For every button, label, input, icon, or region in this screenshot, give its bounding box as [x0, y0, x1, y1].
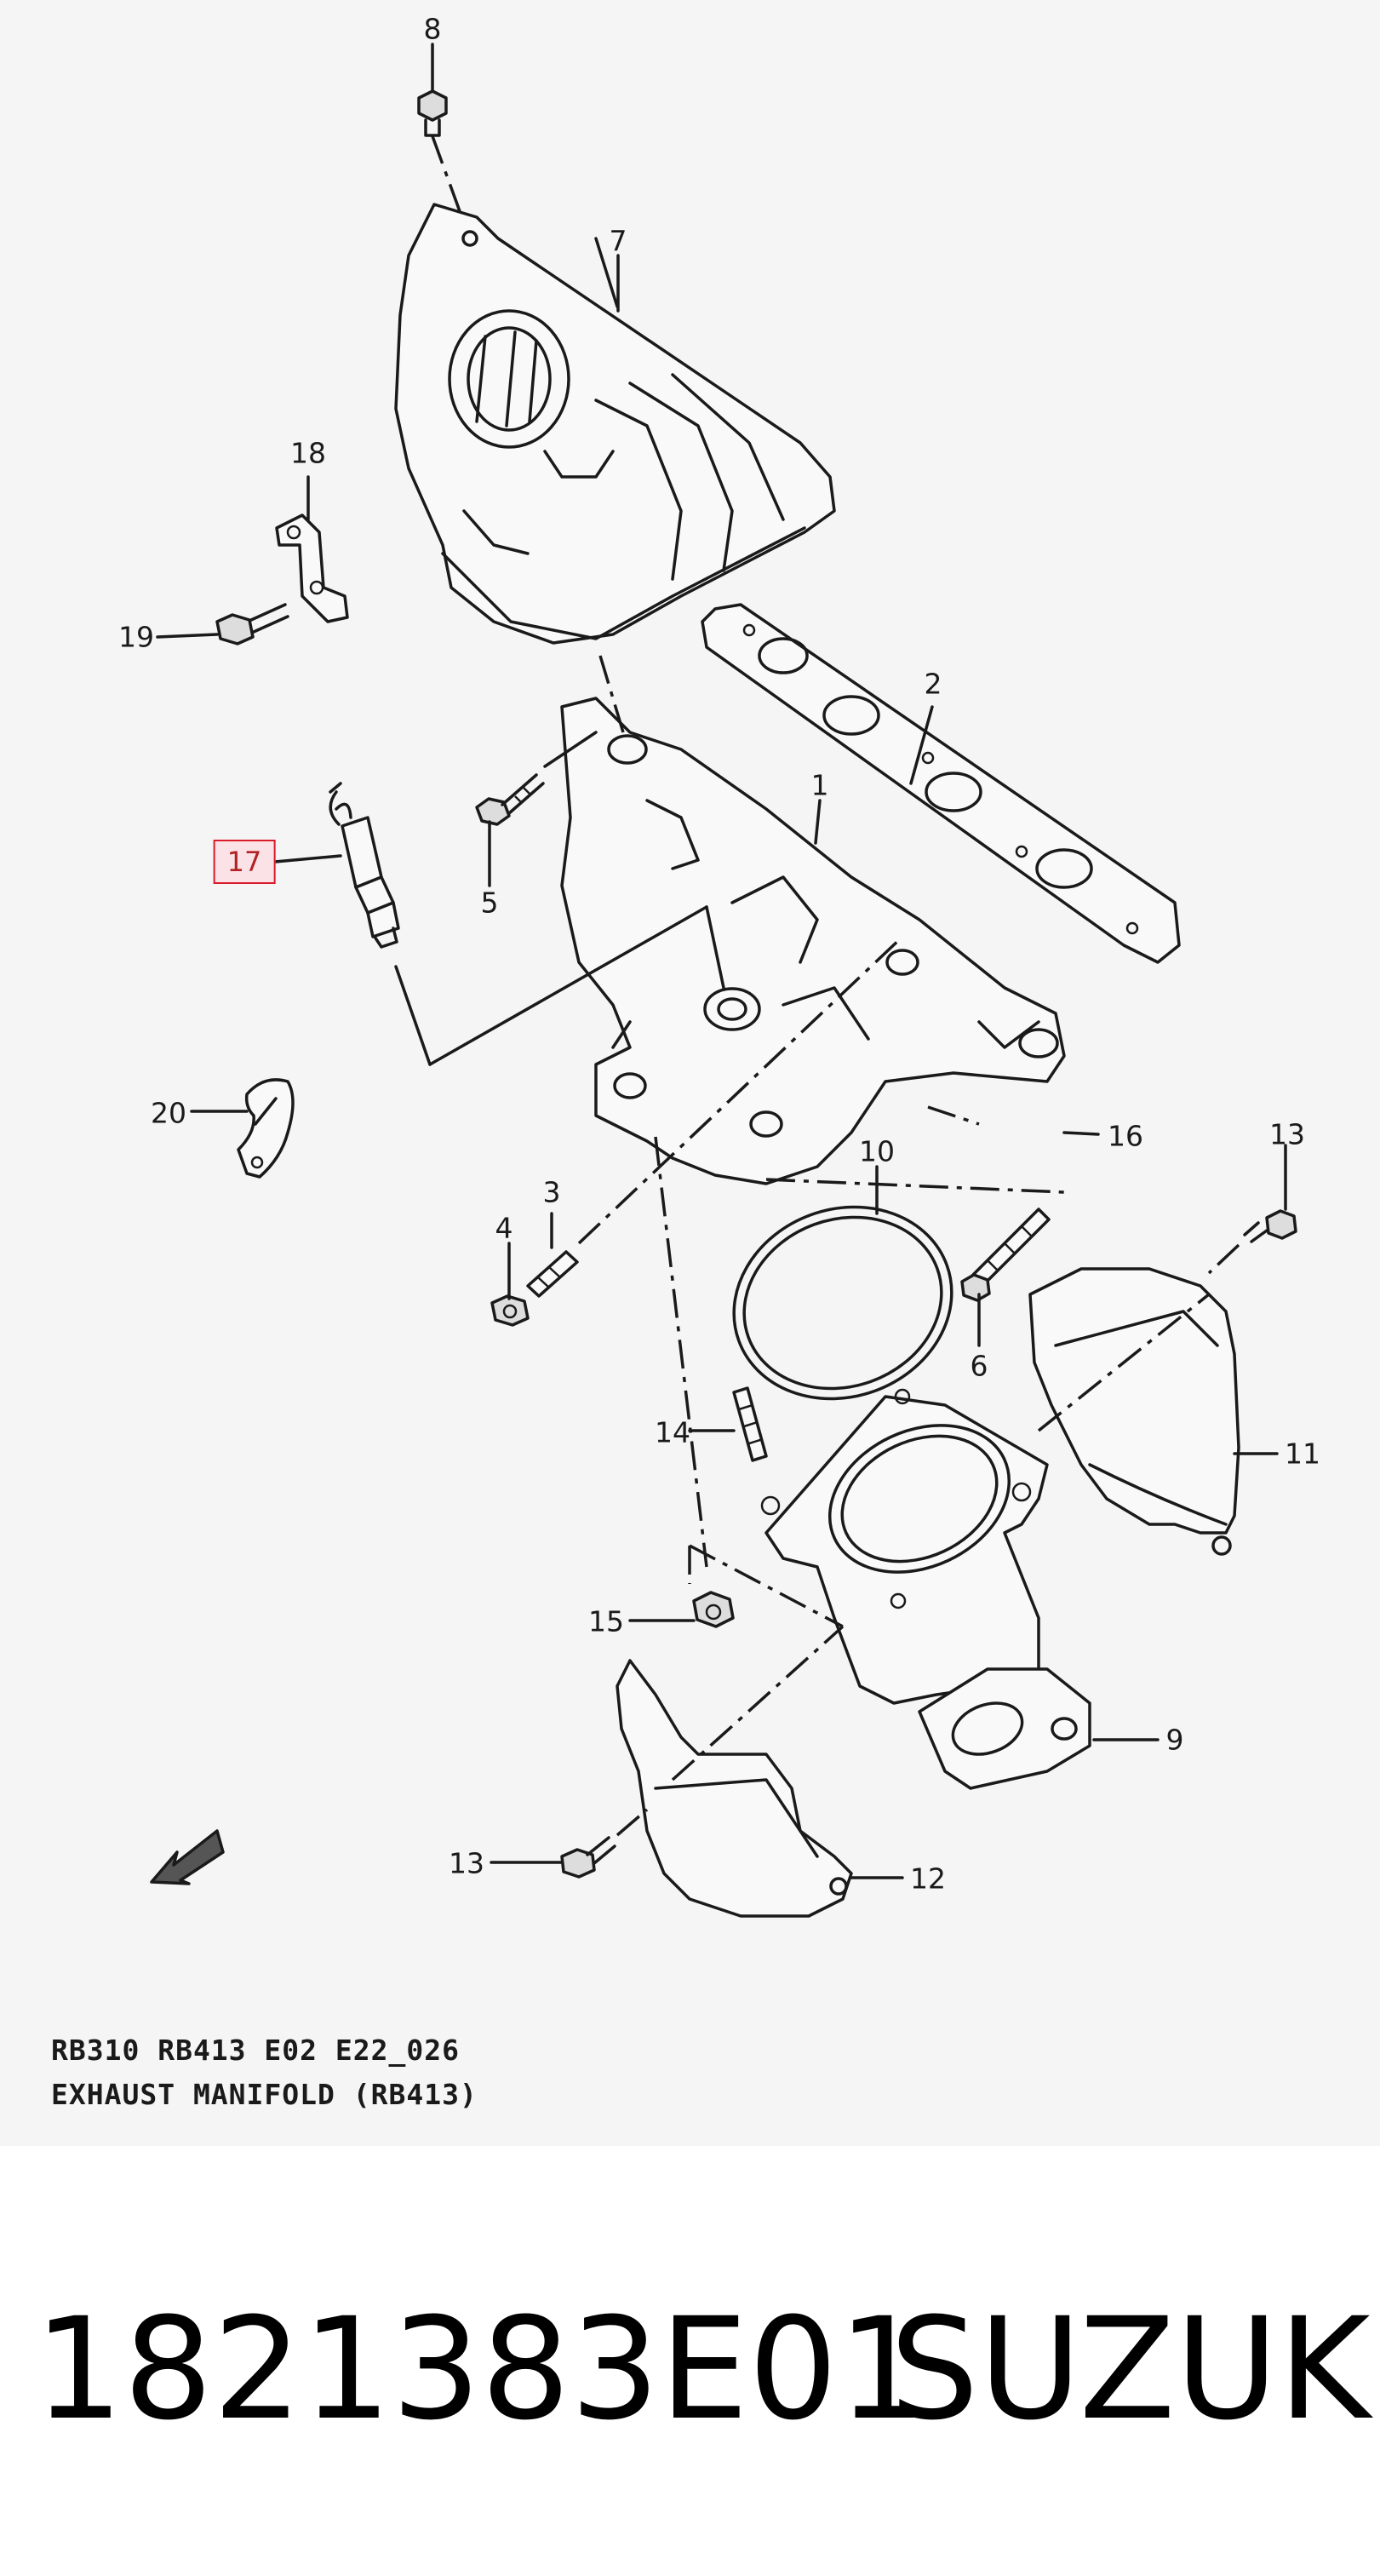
part-12-heat-shield: [616, 1625, 853, 1918]
diagram-code-caption: RB310 RB413 E02 E22_026: [51, 2034, 460, 2067]
part-15-nut: [692, 1591, 735, 1628]
callout-9: 9: [1165, 1723, 1184, 1757]
part-13-bolt-right: [1207, 1209, 1297, 1275]
part-5-bolt: [475, 731, 598, 826]
part-7-heat-shield: [394, 203, 836, 645]
part-11-heat-shield: [1028, 1267, 1240, 1556]
part-9-catalytic-converter: [688, 1388, 1091, 1790]
callout-16: 16: [1108, 1119, 1143, 1153]
assembly-dashed-lines: [598, 655, 1065, 1568]
callout-13-right: 13: [1269, 1117, 1305, 1151]
part-19-bolt: [215, 603, 289, 645]
front-arrow-icon: [150, 1829, 225, 1885]
callout-10: 10: [859, 1134, 895, 1168]
callout-6: 6: [970, 1349, 988, 1383]
part-8-bolt: [417, 89, 468, 231]
callout-19: 19: [118, 620, 154, 654]
callout-4: 4: [495, 1211, 513, 1245]
part-18-bracket: [275, 513, 349, 623]
part-14-stud: [732, 1386, 768, 1462]
callout-1: 1: [810, 768, 829, 802]
callout-5: 5: [480, 886, 499, 920]
callout-18: 18: [290, 436, 326, 470]
part-13-bolt-left: [560, 1808, 649, 1879]
part-10-gasket-ring: [732, 1205, 953, 1401]
callout-2: 2: [924, 667, 942, 701]
part-1-exhaust-manifold: [560, 697, 1066, 1185]
callout-3: 3: [542, 1175, 561, 1209]
part-3-stud: [526, 935, 904, 1298]
part-20-clamp: [237, 1078, 295, 1179]
part-4-nut: [490, 1294, 530, 1327]
part-number: 1821383E01: [34, 2287, 928, 2451]
callout-13-left: 13: [449, 1846, 484, 1880]
callout-12: 12: [910, 1862, 946, 1896]
part-6-stud: [960, 1208, 1051, 1302]
callout-17-highlighted[interactable]: 17: [213, 840, 276, 884]
part-17-oxygen-sensor: [329, 782, 725, 1066]
diagram-title-caption: EXHAUST MANIFOLD (RB413): [51, 2078, 478, 2111]
exploded-parts-diagram: [150, 43, 1297, 1918]
callout-20: 20: [151, 1096, 186, 1130]
callout-14: 14: [655, 1415, 690, 1449]
part-2-gasket: [701, 603, 1181, 964]
callout-15: 15: [588, 1604, 624, 1638]
callout-leader-lines: [156, 43, 1287, 1879]
brand-name: SUZUKI: [890, 2287, 1380, 2451]
callout-8: 8: [423, 12, 442, 46]
callout-7: 7: [609, 224, 627, 258]
diagram-area: 8 7 2 1 18 19 17 5 20 3 4 10 6 16 13 11 …: [51, 12, 1320, 2111]
callout-11: 11: [1285, 1437, 1320, 1471]
